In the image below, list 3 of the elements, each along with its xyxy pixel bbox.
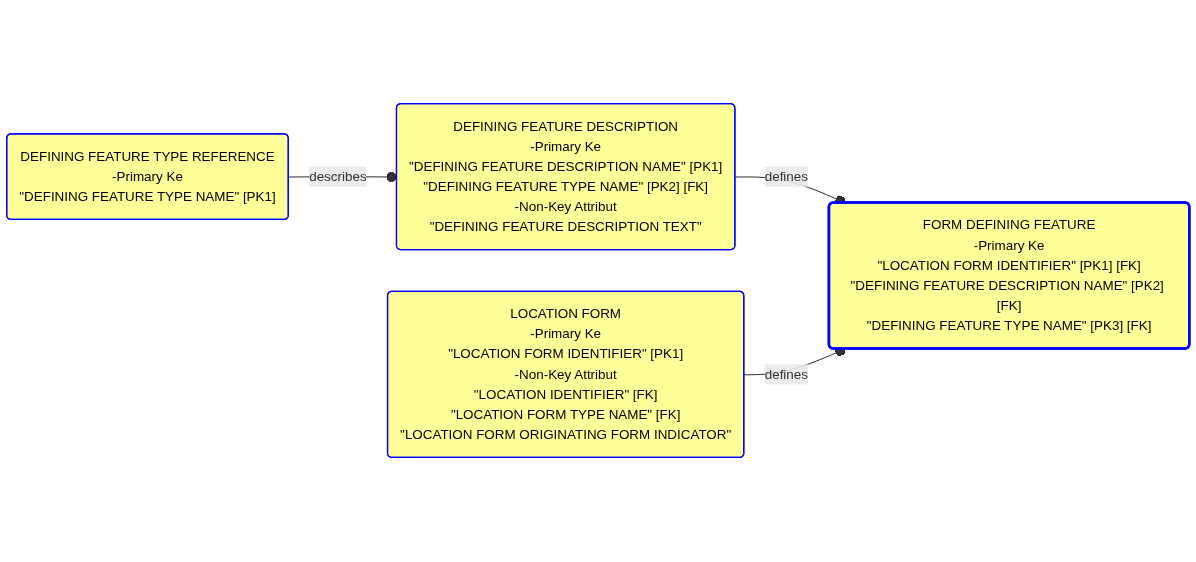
edge-label: describes [309, 169, 367, 184]
edge-label: defines [764, 169, 808, 184]
edge-label: defines [764, 367, 808, 382]
